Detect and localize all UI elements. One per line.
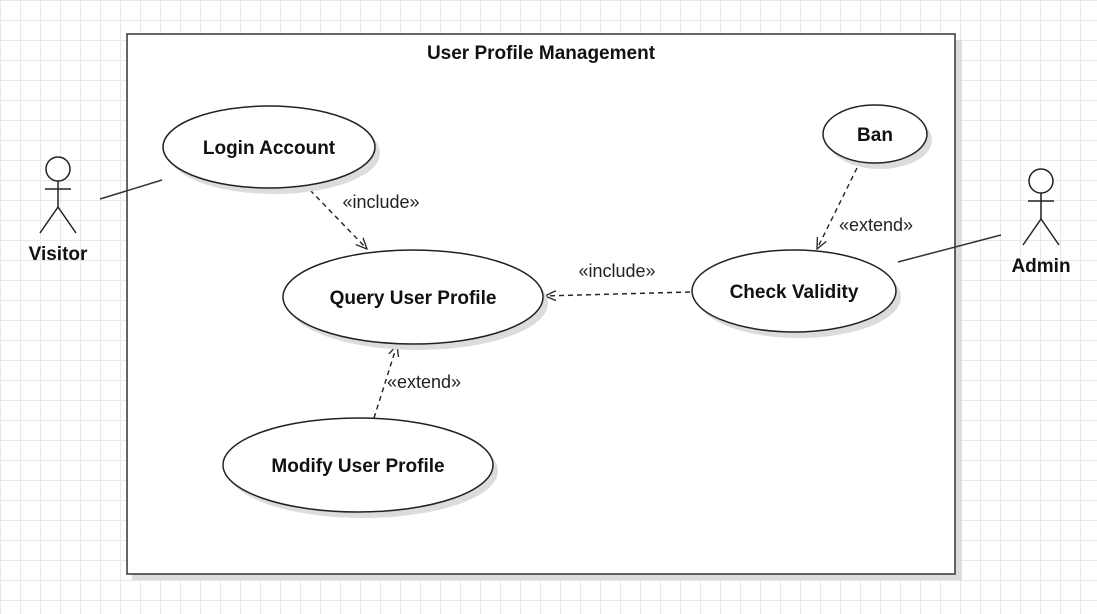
ban-check-label: «extend» xyxy=(839,215,913,235)
modify-query-dependency[interactable] xyxy=(373,345,397,419)
usecase-label: Check Validity xyxy=(730,282,859,303)
actor-head-icon xyxy=(1028,168,1054,194)
login-query-label: «include» xyxy=(342,192,419,212)
actor-head-icon xyxy=(45,156,71,182)
usecase-label: Query User Profile xyxy=(330,288,497,309)
usecase-check-validity[interactable]: Check Validity xyxy=(691,249,901,338)
check-query-label: «include» xyxy=(578,261,655,281)
login-query-dependency[interactable] xyxy=(309,189,367,249)
visitor-actor[interactable] xyxy=(39,156,77,234)
usecase-label: Ban xyxy=(857,125,893,146)
check-query-dependency[interactable] xyxy=(545,292,691,296)
usecase-ban[interactable]: Ban xyxy=(822,104,932,169)
usecase-login-account[interactable]: Login Account xyxy=(162,105,380,194)
usecase-label: Modify User Profile xyxy=(271,456,444,477)
system-title: User Profile Management xyxy=(427,43,656,64)
usecase-query-user-profile[interactable]: Query User Profile xyxy=(282,249,548,350)
admin-actor[interactable] xyxy=(1022,168,1060,246)
visitor-login-association[interactable] xyxy=(99,179,163,200)
usecase-modify-user-profile[interactable]: Modify User Profile xyxy=(222,417,498,518)
modify-query-label: «extend» xyxy=(387,372,461,392)
visitor-label: Visitor xyxy=(29,244,88,265)
admin-check-association[interactable] xyxy=(897,234,1002,263)
admin-label: Admin xyxy=(1011,256,1070,277)
usecase-label: Login Account xyxy=(203,138,336,159)
ban-check-dependency[interactable] xyxy=(817,167,858,249)
